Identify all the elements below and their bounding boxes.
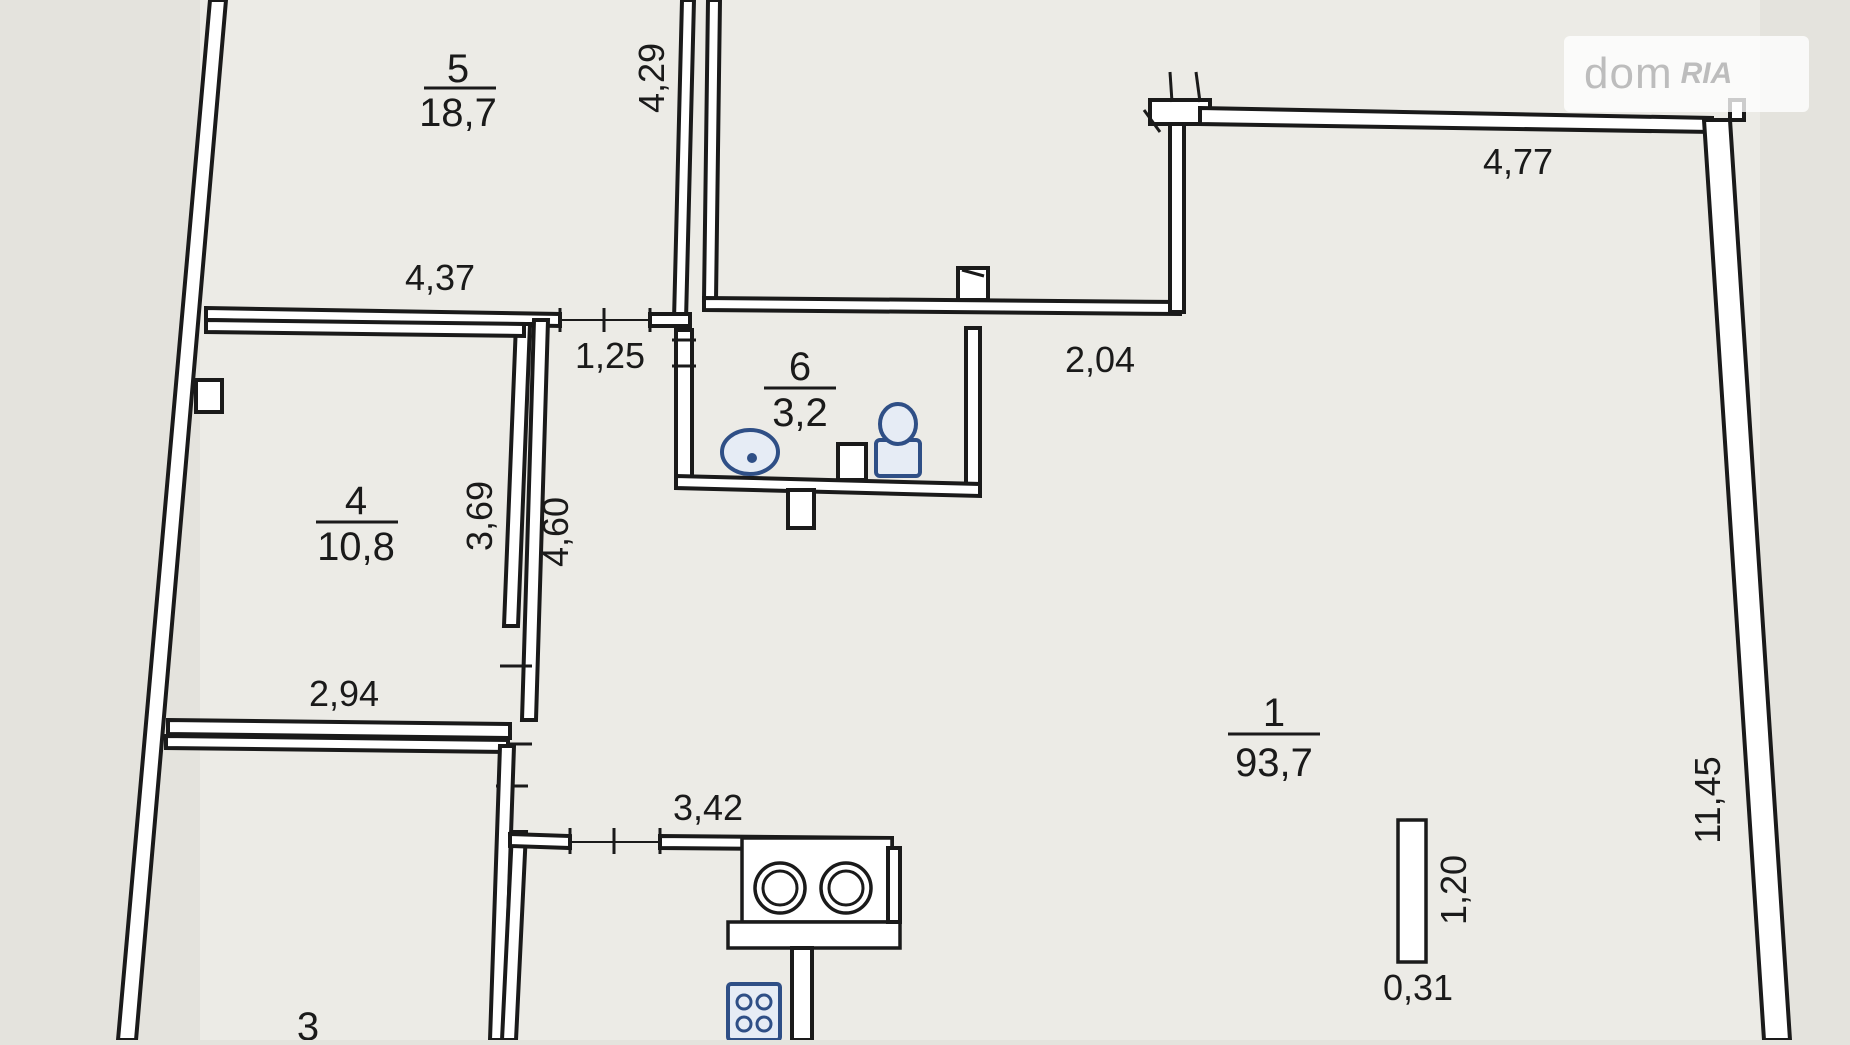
room-area: 93,7 [1235, 741, 1313, 785]
wall-upper-room-bottom [702, 295, 1182, 317]
burner-icon [735, 1015, 753, 1033]
room-number: 4 [345, 479, 367, 523]
wall-room6-left [674, 328, 694, 480]
toilet-bowl-icon [878, 402, 918, 446]
duct-circle-inner-icon [761, 869, 799, 907]
ventilation-ducts [753, 861, 873, 915]
stove-body-icon [726, 982, 782, 1042]
ventilation-base [726, 920, 902, 950]
wall-jamb [1168, 71, 1174, 103]
dim-0-31: 0,31 [1383, 967, 1453, 1008]
burner-icon [755, 1015, 773, 1033]
wall-room6-right [964, 326, 982, 492]
chimney-mark [961, 268, 985, 278]
room-label-5: 5 18,7 [419, 47, 497, 135]
room-number: 1 [1263, 691, 1285, 735]
burner-icon [735, 993, 753, 1011]
dim-3-42: 3,42 [673, 787, 743, 828]
wall-loggia-left [1168, 98, 1186, 314]
room-label-6: 6 3,2 [764, 345, 836, 435]
stove-icon [726, 982, 782, 1042]
dim-2-94: 2,94 [309, 673, 379, 714]
bathroom-fixtures [720, 402, 922, 478]
dim-1-25: 1,25 [575, 335, 645, 376]
wall-room6-partition [836, 442, 868, 482]
dim-4-37: 4,37 [405, 257, 475, 298]
room-number: 6 [789, 345, 811, 389]
room-label-1: 1 93,7 [1228, 691, 1320, 785]
wall-vent-side [886, 846, 902, 924]
duct-circle-inner-icon [827, 869, 865, 907]
wall-notch-left [194, 378, 224, 414]
wall-room6-bottom [674, 473, 982, 499]
room-area: 10,8 [317, 525, 395, 569]
room-area: 3,2 [772, 391, 828, 435]
wall-kitchen-top-a [508, 831, 572, 851]
room-number: 3 [297, 1005, 319, 1040]
wall-jamb [1142, 109, 1162, 133]
wall-room3-top [164, 733, 510, 755]
dim-4-29: 4,29 [631, 43, 672, 113]
wall-room6-duct [786, 488, 816, 530]
room-label-3: 3 [297, 1005, 319, 1045]
dim-11-45: 11,45 [1687, 756, 1728, 843]
room-number: 5 [447, 47, 469, 91]
duct-circle-icon [819, 861, 873, 915]
room-label-4: 4 10,8 [316, 479, 398, 569]
dim-4-77: 4,77 [1483, 141, 1553, 182]
sink-icon [720, 428, 780, 476]
plan-area [200, 0, 1760, 1040]
wall-room4-bottom [166, 717, 512, 741]
watermark-main: dom [1584, 49, 1673, 98]
dim-2-04: 2,04 [1065, 339, 1135, 380]
dim-4-60: 4,60 [535, 497, 576, 567]
wall-room4-top [204, 317, 526, 339]
walls [115, 0, 1793, 1042]
watermark-suffix: RIA [1680, 57, 1733, 90]
dimension-labels: 4,29 4,37 4,77 1,25 2,04 3,69 4,60 2,94 … [309, 43, 1728, 1008]
dim-1-20: 1,20 [1433, 855, 1474, 925]
wall-jamb [1194, 71, 1202, 103]
column [1396, 818, 1428, 964]
wall-hall-left [519, 318, 551, 722]
burner-icon [755, 993, 773, 1011]
room-area: 18,7 [419, 91, 497, 135]
wall-kitchen-shaft [790, 946, 814, 1042]
wall-room5-bottom-b [648, 312, 692, 328]
duct-circle-icon [753, 861, 807, 915]
watermark-logo: dom RIA [1564, 36, 1809, 112]
wall-corridor-left [701, 0, 723, 302]
sink-drain-icon [747, 453, 757, 463]
dim-3-69: 3,69 [459, 481, 500, 551]
